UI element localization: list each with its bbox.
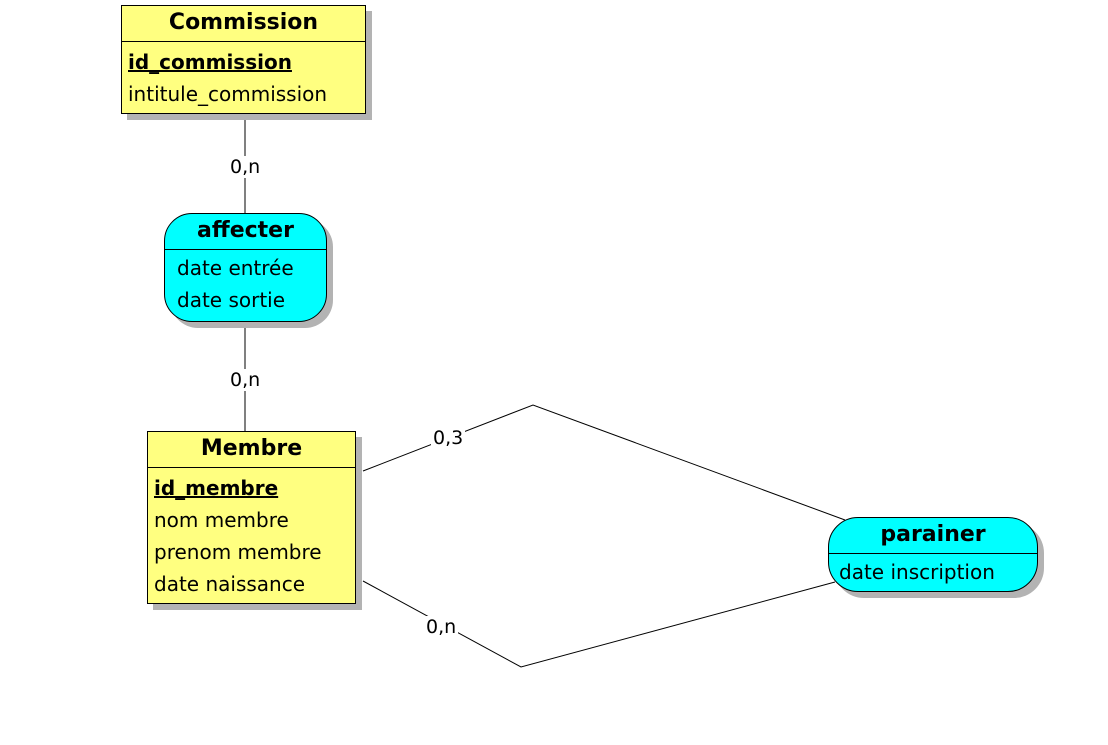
attribute-id-membre: id_membre xyxy=(154,476,279,500)
attribute-date-inscription: date inscription xyxy=(839,560,995,584)
entity-membre[interactable]: Membre id_membre nom membre prenom membr… xyxy=(147,431,356,604)
cardinality-commission-affecter: 0,n xyxy=(228,156,263,178)
association-parainer-attributes: date inscription xyxy=(829,554,1037,588)
cardinality-membre-parainer-top: 0,3 xyxy=(431,427,466,449)
entity-commission-attributes: id_commission intitule_commission xyxy=(122,42,365,110)
attribute-nom-membre: nom membre xyxy=(154,508,289,532)
association-parainer[interactable]: parainer date inscription xyxy=(828,517,1038,592)
entity-commission[interactable]: Commission id_commission intitule_commis… xyxy=(121,5,366,114)
entity-membre-title: Membre xyxy=(148,432,355,468)
attribute-id-commission: id_commission xyxy=(128,50,292,74)
entity-commission-title: Commission xyxy=(122,6,365,42)
cardinality-membre-affecter: 0,n xyxy=(228,369,263,391)
cardinality-membre-parainer-bottom: 0,n xyxy=(424,616,459,638)
attribute-date-naissance: date naissance xyxy=(154,572,306,596)
attribute-intitule-commission: intitule_commission xyxy=(128,82,328,106)
association-parainer-title: parainer xyxy=(829,518,1037,554)
association-affecter-title: affecter xyxy=(165,214,326,250)
attribute-date-sortie: date sortie xyxy=(177,288,286,312)
link-membre-parainer-bottom xyxy=(362,580,836,668)
link-membre-parainer-top xyxy=(362,404,846,521)
entity-membre-attributes: id_membre nom membre prenom membre date … xyxy=(148,468,355,600)
attribute-prenom-membre: prenom membre xyxy=(154,540,322,564)
association-affecter-attributes: date entrée date sortie xyxy=(165,250,326,316)
attribute-date-entree: date entrée xyxy=(177,256,294,280)
association-affecter[interactable]: affecter date entrée date sortie xyxy=(164,213,327,322)
